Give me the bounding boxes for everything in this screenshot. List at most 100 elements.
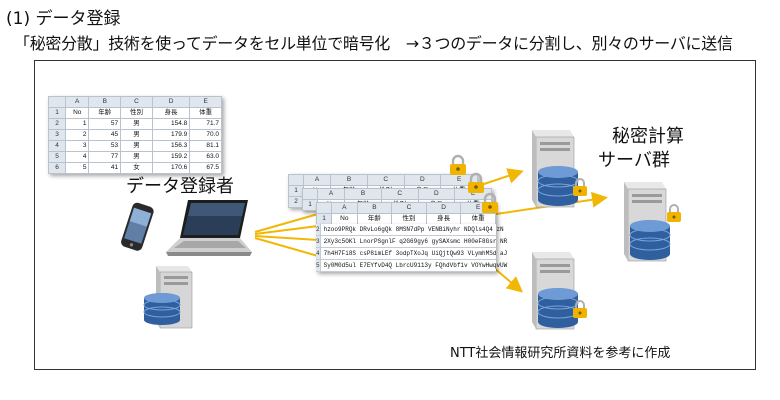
table-row: 5 4 77 男 159.2 63.0 [48,151,222,163]
col-letter [288,174,304,186]
encrypted-text: hzoo9PRQk DRvLo6gQk 8MSN7dPp VENBiNyhr N… [323,226,504,233]
col-letter: B [344,188,382,200]
arrow-to-server-top [477,168,524,187]
list-item: 4 7h4H7Fi8S csP8imLEf 3odpTXoJq UiQjtQw9… [316,248,507,260]
column-header: 年齢 [88,107,122,119]
cell: 63.0 [189,151,222,163]
col-letter: C [391,202,427,214]
encrypted-text: 7h4H7Fi8S csP8imLEf 3odpTXoJq UiQjtQw93 … [323,250,508,257]
column-header: 体重 [189,107,222,119]
source-credit: NTT社会情報研究所資料を参考に作成 [450,346,671,361]
row-number: 4 [48,140,66,152]
column-header: No [331,213,358,225]
row-number: 6 [48,162,66,174]
database-server-icon [532,130,587,208]
diagram-frame [34,60,756,370]
list-item: 3 2Xy3c5OKl LnorPSgnlF q2G69gy6 gySAXsmc… [316,236,507,248]
col-letter [316,202,332,214]
arrow-laptop-to-sheet-d [254,237,319,257]
cell: 5 [64,162,90,174]
list-item: 2 hzoo9PRQk DRvLo6gQk 8MSN7dPp VENBiNyhr… [316,224,504,236]
row-number: 2 [288,196,304,208]
row-number: 2 [48,118,66,130]
col-letter: C [366,174,405,186]
encrypted-rows: 2 hzoo9PRQk DRvLo6gQk 8MSN7dPp VENBiNyhr… [316,224,507,272]
row-number: 4 [316,248,321,259]
table-row: 1 No 年齢 性別 身長 体重 [48,107,222,119]
cell: 男 [120,129,153,141]
cell: 156.3 [151,140,191,152]
lock-icon [482,192,498,213]
diagram-title: (1) データ登録 [6,9,121,29]
cell: 179.9 [151,129,191,141]
list-item: 5 Sy0M0d5ul E7EYfvD4Q LbrcU9113y FQhdVbf… [316,260,507,272]
sheet-col-letters: A B C D E [302,188,492,200]
col-letter [302,188,318,200]
col-letter: D [417,188,456,200]
sheet-col-letters: A B C D E [316,202,496,214]
cell: 71.7 [189,118,222,130]
share-spreadsheet-front: A B C D E 1 No 年齢 性別 身長 体重 [316,202,496,225]
col-letter: B [88,96,122,108]
column-header: 性別 [120,107,153,119]
diagram-subtitle: 「秘密分散」技術を使ってデータをセル単位で暗号化 →３つのデータに分割し、別々の… [14,34,733,53]
database-server-icon [624,182,681,262]
source-spreadsheet: A B C D E 1 No 年齢 性別 身長 体重 2 1 57 男 154.… [48,96,222,174]
cell: 男 [120,151,153,163]
lock-icon [468,172,484,193]
col-letter: D [403,174,442,186]
cell: 57 [88,118,122,130]
lock-icon [450,154,466,175]
database-server-icon [532,252,587,330]
row-number: 3 [316,236,321,247]
table-row: 1 No 年齢 性別 身長 体重 [316,213,496,225]
server-group-label-line2: サーバ群 [598,150,670,171]
cell: 3 [64,140,90,152]
registrant-label: データ登録者 [126,176,234,197]
table-row: 3 2 45 男 179.9 70.0 [48,129,222,141]
row-number: 5 [48,151,66,163]
cell: 70.0 [189,129,222,141]
sheet-col-letters: A B C D E [48,96,222,108]
col-letter: E [189,96,222,108]
col-letter: B [330,174,368,186]
arrow-laptop-to-sheet-a [254,213,319,233]
arrow-fan [254,213,319,257]
cell: 45 [88,129,122,141]
database-server-icon [143,266,193,329]
cell: 77 [88,151,122,163]
column-header: 身長 [425,213,462,225]
column-header: 性別 [391,213,427,225]
cell: 53 [88,140,122,152]
cell: 170.6 [151,162,191,174]
cell: 男 [120,118,153,130]
column-header: 年齢 [356,213,393,225]
column-header: 体重 [460,213,496,225]
cell: 1 [64,118,90,130]
table-row: 4 3 53 男 156.3 81.1 [48,140,222,152]
col-letter: A [331,202,358,214]
column-header: No [64,107,90,119]
arrow-laptop-to-sheet-b [254,225,319,235]
smartphone-icon [121,202,154,251]
col-letter: D [151,96,191,108]
row-number: 1 [48,107,66,119]
laptop-icon [166,200,252,256]
col-letter: A [316,188,346,200]
col-letter: D [425,202,462,214]
col-letter: C [120,96,153,108]
col-letter [48,96,66,108]
col-letter: B [356,202,393,214]
encrypted-text: Sy0M0d5ul E7EYfvD4Q LbrcU9113y FQhdVbf1v… [323,262,508,269]
row-number: 3 [48,129,66,141]
encrypted-text: 2Xy3c5OKl LnorPSgnlF q2G69gy6 gySAXsmc H… [323,238,508,245]
server-group-label-line1: 秘密計算 [612,126,684,147]
table-row: 2 1 57 男 154.8 71.7 [48,118,222,130]
table-row: 6 5 41 女 170.6 67.5 [48,162,222,174]
cell: 男 [120,140,153,152]
row-number: 5 [316,260,321,271]
cell: 女 [120,162,153,174]
cell: 81.1 [189,140,222,152]
row-number: 2 [316,224,321,235]
col-letter: C [380,188,419,200]
